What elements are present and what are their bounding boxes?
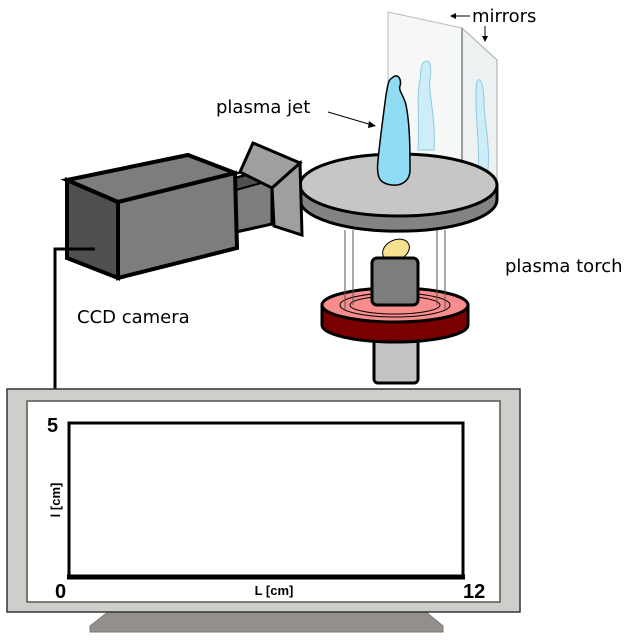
ccd-camera-label: CCD camera (77, 307, 190, 328)
monitor-stand (89, 611, 444, 633)
plasma-torch (320, 230, 470, 385)
plot-area: 5 0 12 L [cm] l [cm] (47, 415, 485, 603)
x-axis-label: L [cm] (255, 583, 294, 598)
y-axis-label: l [cm] (48, 483, 63, 518)
plasma-jet (376, 75, 411, 186)
plasma-jet-pointer (327, 111, 373, 126)
plasma-torch-label: plasma torch (505, 256, 623, 277)
y-tick-max: 5 (47, 415, 58, 437)
x-tick-max: 12 (463, 581, 485, 603)
mirrors-label: mirrors (472, 6, 536, 27)
camera-cable (53, 247, 95, 390)
ccd-camera (53, 141, 304, 390)
x-tick-min: 0 (55, 581, 66, 603)
plasma-jet-label: plasma jet (216, 97, 310, 118)
jet-reflection-1 (417, 60, 435, 151)
plot-border (67, 421, 465, 577)
